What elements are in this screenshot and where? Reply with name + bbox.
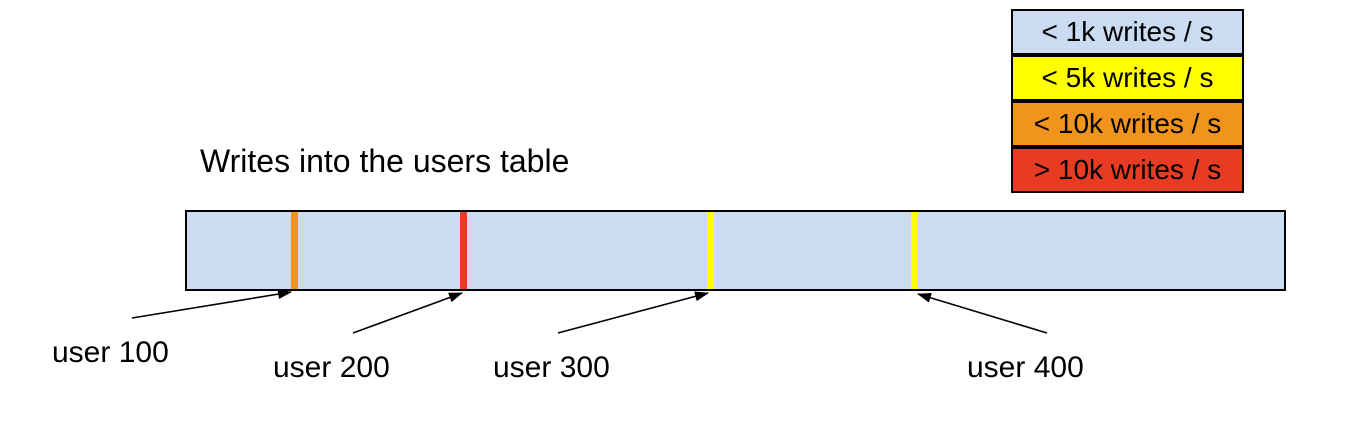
label-user-200: user 200 [273, 351, 390, 384]
write-marker-user-100 [291, 212, 298, 289]
legend-item-lt-10k: < 10k writes / s [1011, 101, 1244, 147]
label-user-100: user 100 [52, 336, 169, 369]
arrow-user-400 [917, 292, 1048, 334]
diagram-title: Writes into the users table [200, 143, 570, 179]
legend-item-label: < 5k writes / s [1041, 62, 1214, 93]
legend-item-label: < 1k writes / s [1041, 16, 1214, 47]
legend-item-label: > 10k writes / s [1033, 154, 1222, 185]
write-marker-user-300 [707, 212, 714, 289]
label-user-400: user 400 [967, 351, 1084, 384]
legend-item-lt-5k: < 5k writes / s [1011, 55, 1244, 101]
legend-item-label: < 10k writes / s [1033, 108, 1222, 139]
write-marker-user-200 [460, 212, 467, 289]
write-marker-user-400 [911, 212, 918, 289]
legend-item-lt-1k: < 1k writes / s [1011, 9, 1244, 55]
users-table-bar [185, 210, 1286, 291]
arrow-user-100 [131, 289, 292, 319]
arrow-user-300 [557, 291, 709, 334]
legend-item-gt-10k: > 10k writes / s [1011, 147, 1244, 193]
legend: < 1k writes / s < 5k writes / s < 10k wr… [1011, 9, 1244, 193]
label-user-300: user 300 [493, 351, 610, 384]
arrow-user-200 [352, 292, 463, 334]
